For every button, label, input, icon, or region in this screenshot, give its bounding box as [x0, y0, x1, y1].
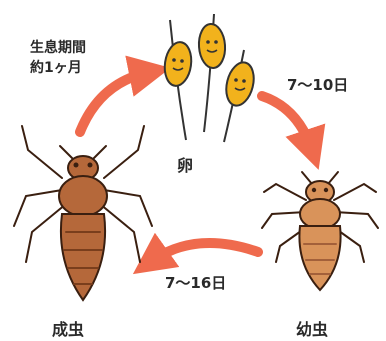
egg-2 [197, 23, 226, 69]
stage-label-nymph: 幼虫 [296, 316, 328, 340]
lifespan-line-2: 約1ヶ月 [30, 58, 86, 78]
duration-nymph-to-adult: 7〜16日 [165, 272, 226, 293]
stage-label-adult: 成虫 [52, 316, 84, 340]
arrow-adult-to-egg [80, 72, 150, 132]
stage-label-egg: 卵 [177, 152, 193, 176]
nymph-louse-illustration [262, 172, 378, 290]
egg-3 [222, 60, 258, 109]
arrow-nymph-to-adult [150, 243, 258, 262]
adult-louse-illustration [14, 126, 152, 300]
lifespan-note: 生息期間 約1ヶ月 [30, 38, 86, 78]
arrow-egg-to-nymph [262, 96, 312, 150]
egg-1 [162, 40, 194, 87]
duration-egg-to-nymph: 7〜10日 [287, 74, 348, 95]
eggs-illustration [162, 14, 258, 142]
lifespan-line-1: 生息期間 [30, 38, 86, 58]
